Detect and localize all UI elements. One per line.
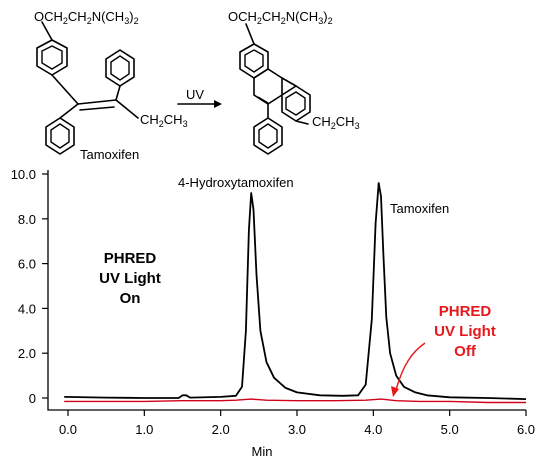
product-ring-b <box>253 68 283 105</box>
y-tick-label: 4.0 <box>18 301 36 316</box>
uv-on-line-1: PHRED <box>104 250 157 267</box>
product-substituent: OCH2CH2N(CH3)2 <box>228 9 333 26</box>
reactant-phenol-ring <box>36 39 68 76</box>
uv-on-line-3: On <box>120 290 141 307</box>
reactant-o-bond <box>41 21 53 41</box>
uv-off-label: PHRED UV Light Off <box>391 303 496 397</box>
product-alkyl: CH2CH3 <box>312 114 360 131</box>
product-ring-a <box>239 43 269 79</box>
x-tick-label: 6.0 <box>517 422 535 437</box>
x-axis-label: Min <box>252 444 273 458</box>
uv-off-line-2: UV Light <box>434 323 496 340</box>
series-uv-off-trace <box>64 398 526 404</box>
reactant-ethyl-bond <box>115 99 139 119</box>
x-tick-label: 1.0 <box>135 422 153 437</box>
x-tick-label: 4.0 <box>364 422 382 437</box>
y-axis: 0 2.0 4.0 6.0 8.0 10.0 <box>11 167 48 406</box>
y-tick-label: 0 <box>29 391 36 406</box>
uv-off-arrow <box>395 342 426 391</box>
y-tick-label: 2.0 <box>18 346 36 361</box>
reaction-scheme: OCH2CH2N(CH3)2 CH2CH3 Tamoxifen UV <box>34 9 360 162</box>
x-axis: 0.0 1.0 2.0 3.0 4.0 5.0 6.0 <box>59 410 535 437</box>
peak-label-tamoxifen: Tamoxifen <box>390 201 449 216</box>
product-double-b <box>257 96 269 104</box>
x-tick-label: 3.0 <box>288 422 306 437</box>
y-tick-label: 10.0 <box>11 167 36 182</box>
reactant-phenyl-left <box>45 117 75 155</box>
uv-on-label: PHRED UV Light On <box>99 250 161 307</box>
reactant-phenyl-right <box>105 49 135 87</box>
x-tick-label: 0.0 <box>59 422 77 437</box>
series-layer <box>64 182 527 404</box>
uv-off-line-1: PHRED <box>439 303 492 320</box>
product-bond-o <box>245 23 255 45</box>
uv-off-line-3: Off <box>454 343 477 360</box>
product-ethyl-bond <box>295 120 309 125</box>
reactant-substituent: OCH2CH2N(CH3)2 <box>34 9 139 26</box>
x-tick-label: 5.0 <box>441 422 459 437</box>
arrow-label: UV <box>186 87 204 102</box>
reactant-alkyl: CH2CH3 <box>140 112 188 129</box>
reactant-bond-2 <box>115 85 121 101</box>
product-ring-c <box>281 85 311 122</box>
product-phenyl <box>253 117 283 155</box>
peak-label-hydroxytamoxifen: 4-Hydroxytamoxifen <box>178 175 294 190</box>
plot-frame <box>47 170 526 411</box>
uv-on-line-2: UV Light <box>99 270 161 287</box>
reactant-alkene-bond <box>77 99 117 105</box>
uv-off-arrowhead <box>391 386 399 397</box>
product-bond-bc <box>281 77 297 87</box>
series-uv-on-trace <box>64 182 527 400</box>
reactant-alkene-double <box>79 106 115 111</box>
y-tick-label: 8.0 <box>18 212 36 227</box>
reactant-name: Tamoxifen <box>80 147 139 162</box>
reaction-arrow-head <box>214 100 222 108</box>
reactant-bond-1 <box>51 74 79 105</box>
reactant-bond-3 <box>59 103 79 119</box>
x-tick-label: 2.0 <box>212 422 230 437</box>
y-tick-label: 6.0 <box>18 257 36 272</box>
